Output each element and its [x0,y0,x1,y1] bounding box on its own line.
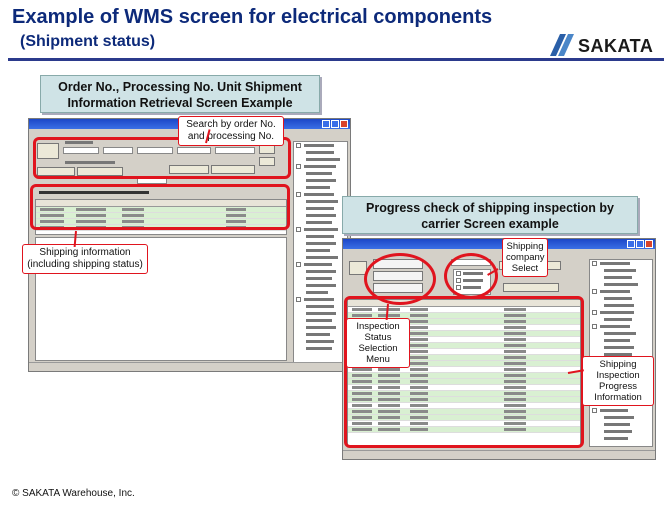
option-button-3[interactable] [169,165,209,174]
close-icon[interactable] [340,120,348,128]
copyright-footer: © SAKATA Warehouse, Inc. [12,488,135,499]
filter-field-2[interactable] [215,147,255,154]
order-no-field[interactable] [63,147,99,154]
table-row[interactable] [348,391,580,397]
inspection-menu-highlight [364,253,436,305]
table-row[interactable] [36,213,286,219]
left-heading-line2: Information Retrieval Screen Example [67,96,293,110]
processing-no-field[interactable] [137,147,173,154]
table-row[interactable] [348,313,580,319]
table-row[interactable] [348,397,580,403]
table-row[interactable] [348,367,580,373]
title-underline [8,58,664,61]
search-callout: Search by order No. and processing No. [178,116,284,146]
print-button[interactable] [37,143,59,159]
status-bar-2 [343,450,655,459]
option-button-7[interactable] [503,283,559,292]
option-button-2[interactable] [77,167,123,176]
maximize-icon[interactable] [636,240,644,248]
table-row[interactable] [348,373,580,379]
slide-subtitle: (Shipment status) [20,33,156,50]
table-row[interactable] [348,379,580,385]
sakata-logo: SAKATA [548,30,666,60]
carrier-select-highlight [444,253,498,299]
inspection-callout: Inspection Status Selection Menu [346,318,410,368]
shipping-callout: Shipping information (including shipping… [22,244,148,274]
table-row[interactable] [348,409,580,415]
clear-button[interactable] [259,157,275,166]
filter-field-1[interactable] [177,147,211,154]
minimize-icon[interactable] [322,120,330,128]
table-row[interactable] [36,219,286,225]
slide-title: Example of WMS screen for electrical com… [12,6,493,28]
table-row[interactable] [36,207,286,213]
navigation-tree-2 [589,259,653,447]
right-heading-line1: Progress check of shipping inspection by [366,201,614,215]
progress-callout: Shipping Inspection Progress Information [582,356,654,406]
table-row[interactable] [348,403,580,409]
window-titlebar-2 [343,239,655,249]
dest-field[interactable] [103,147,133,154]
option-button-4[interactable] [211,165,255,174]
option-button-1[interactable] [37,167,75,176]
navigation-tree [293,141,348,363]
close-icon[interactable] [645,240,653,248]
table-row[interactable] [348,421,580,427]
table-row[interactable] [348,427,580,433]
right-heading-box: Progress check of shipping inspection by… [342,196,638,234]
left-heading-line1: Order No., Processing No. Unit Shipment [58,80,302,94]
maximize-icon[interactable] [331,120,339,128]
search-criteria-highlight [33,137,291,179]
table-row[interactable] [348,415,580,421]
left-heading-box: Order No., Processing No. Unit Shipment … [40,75,320,113]
company-callout: Shipping company Select [502,238,548,277]
minimize-icon[interactable] [627,240,635,248]
right-heading-line2: carrier Screen example [421,217,559,231]
status-bar [29,362,350,371]
sakata-logo-icon [550,34,574,56]
logo-wordmark: SAKATA [578,36,654,56]
inspection-progress-table [347,299,581,447]
shipping-table-highlight [30,184,290,230]
table-row[interactable] [348,385,580,391]
table-row[interactable] [348,307,580,313]
